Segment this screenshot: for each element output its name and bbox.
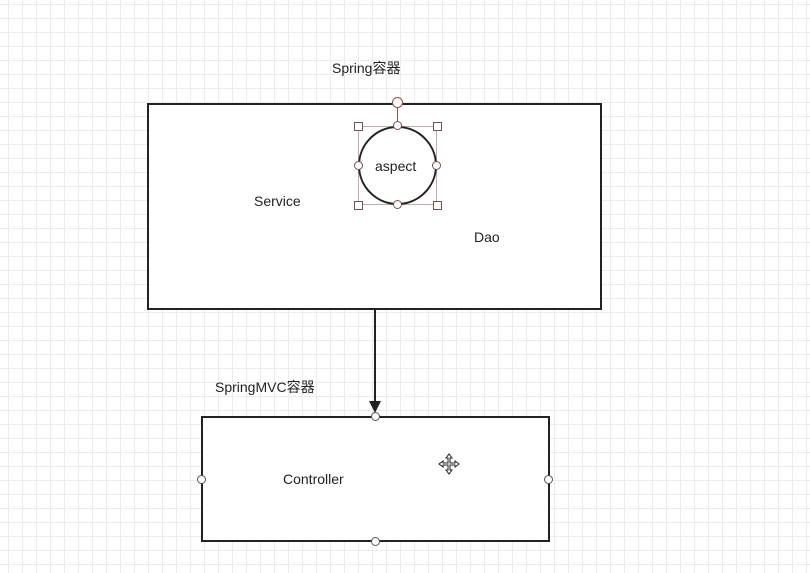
aspect-handle-right[interactable] [432, 161, 441, 170]
aspect-handle-top-left[interactable] [354, 122, 363, 131]
springmvc-container-box[interactable] [201, 416, 550, 542]
service-label: Service [254, 193, 301, 209]
aspect-handle-bottom[interactable] [393, 200, 402, 209]
move-cursor-icon [438, 453, 460, 475]
aspect-handle-top[interactable] [393, 121, 402, 130]
connection-point-right[interactable] [544, 475, 553, 484]
aspect-handle-bottom-right[interactable] [433, 201, 442, 210]
spring-container-title: Spring容器 [332, 60, 401, 76]
connection-point-bottom[interactable] [371, 537, 380, 546]
connection-point-top[interactable] [371, 412, 380, 421]
aspect-handle-top-right[interactable] [433, 122, 442, 131]
connection-point-left[interactable] [197, 475, 206, 484]
aspect-handle-bottom-left[interactable] [354, 201, 363, 210]
controller-label: Controller [283, 471, 344, 487]
dao-label: Dao [474, 229, 500, 245]
springmvc-container-title: SpringMVC容器 [215, 379, 315, 395]
rotate-handle-stem [397, 107, 398, 121]
aspect-label: aspect [375, 158, 417, 174]
aspect-handle-left[interactable] [354, 161, 363, 170]
